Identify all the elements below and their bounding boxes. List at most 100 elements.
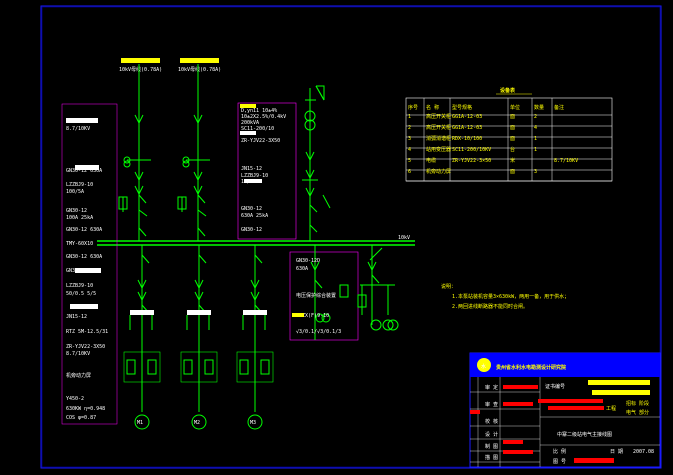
table-cell: 米 [510,157,515,164]
pt-spec-line: JDZX(F)9-10 [296,313,329,319]
motor-label: M2 [194,420,200,426]
inner-frame [41,6,661,468]
notes-heading: 说明： [441,283,456,290]
number-label: 图 号 [553,459,566,465]
pt-circle [123,156,131,164]
ct-symbol [134,185,144,196]
pt-circle [123,160,131,168]
table-cell: 3 [408,136,411,142]
outer-frame [40,5,662,469]
project-bar [538,399,603,403]
table-cell: 5 [408,158,411,164]
signature-row-label: 校 核 [485,418,498,425]
signature-row-label: 制 图 [485,443,498,450]
table-cell: GG1A-12-03 [452,114,482,120]
motor-label: M1 [137,420,143,426]
table-cell: 2 [408,125,411,131]
left-label: RTZ 5M-12.5/31 [66,329,108,335]
left-label: GN30-12 630A [66,227,102,233]
transformer-feeder [302,85,331,241]
equipment-table-title: 设备表 [500,87,516,94]
table-header-cell: 名 称 [426,104,439,111]
left-label: 100/5A [66,189,84,195]
left-highlight [70,304,98,309]
table-cell: 6 [408,169,411,175]
date-value: 2007.08 [633,449,654,455]
left-label: 机旁动力屏 [66,372,91,379]
table-cell: 1 [408,114,411,120]
disconnector-symbol [141,254,150,264]
pt-circle [182,156,190,164]
date-label: 日 期 [610,449,623,455]
incoming-2-label: 10kV母线(0.78A) [178,66,221,73]
drawing-title: 中寨二级站电气主接线图 [557,431,612,438]
table-header-cell: 备注 [554,104,564,111]
table-cell: SC11-200/10KV [452,147,491,153]
ct-symbol [194,291,204,302]
incoming-1-marker [121,58,160,63]
motor-symbol [191,414,207,430]
tx-spec-line: 200kVA [241,120,259,126]
table-cell: 4 [408,147,411,153]
disconnector-symbol [198,254,207,264]
left-label: GN30-12 [66,208,87,214]
left-highlight [66,118,98,123]
table-cell: 电缆 [426,157,436,164]
table-cell: 面 [510,169,515,175]
cert-label: 证书编号 [545,383,565,390]
tx-highlight-1 [240,104,256,108]
incoming-feeders [118,64,210,241]
left-label: LZZBJ9-10 [66,182,93,188]
ct-symbol [137,279,147,290]
tx-spec-line: D,yn11 10±4% [241,108,277,114]
tx-spec-line: 10±2X2.5%/0.4kV [241,114,286,120]
stage-line-2: 电气 部分 [626,409,649,416]
ct-symbol [193,114,203,125]
disconnector-symbol [197,194,206,204]
table-cell: 2 [534,114,537,120]
pt-spec-line: 630A [296,266,308,272]
pt-feeder: GN30-12D630A电压保护综合装置JDZX(F)9-10√3/0.1/√3… [289,245,359,341]
feeder-highlight [187,310,211,315]
table-cell: 高压开关柜 [426,124,451,131]
institute-banner [470,353,660,377]
tx-spec-line: GN30-12 [241,227,262,233]
disconnector-symbol [138,227,147,237]
table-cell: 1 [534,147,537,153]
motor-symbol [134,414,150,430]
project-label: 工程 [606,405,616,412]
table-cell: ZR-YJV22-3×50 [452,158,491,164]
tx-highlight-3 [244,179,262,183]
ct-symbol [250,279,260,290]
disconnector-symbol [254,254,263,264]
table-cell: 台 [510,146,515,153]
disconnector-symbol [138,194,147,204]
left-label: GN30-12 630A [66,168,102,174]
tx-spec-line: ZR-YJV22-3X50 [241,138,280,144]
tx-spec-line: 630A 25kA [241,213,268,219]
table-header-cell: 数量 [534,104,544,111]
disconnector-symbol [197,227,206,237]
scale-label: 比 例 [553,448,566,455]
table-cell: 1 [534,136,537,142]
ct-symbol [134,114,144,125]
table-cell: 面 [510,136,515,142]
pt-circle [182,160,190,168]
ct-symbol [137,291,147,302]
ct-symbol [194,279,204,290]
transformer-symbol-1 [304,110,316,122]
ct-symbol [134,171,144,182]
signature-row-label: 审 查 [485,401,498,408]
incoming-2-marker [180,58,219,63]
left-label: GN30-12 630A [66,254,102,260]
ct-symbol [193,171,203,182]
ct-symbol [250,291,260,302]
signature-row-label: 设 计 [485,431,498,438]
notes-line-2: 2.两回进线断路器不能同时合闸。 [452,303,528,310]
motor-symbol [247,414,263,430]
title-block: 水贵州省水利水电勘测设计研究院审 定审 查校 核设 计制 图描 图证书编号工程招… [469,352,661,468]
